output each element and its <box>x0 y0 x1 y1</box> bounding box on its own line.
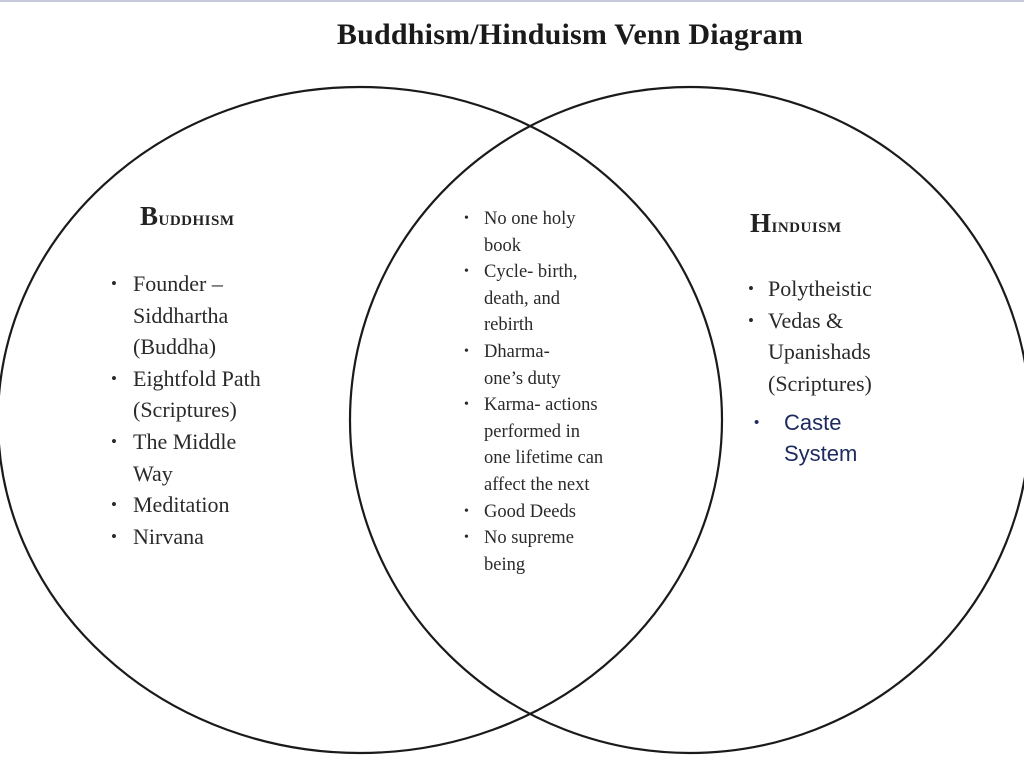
list-item: Polytheistic <box>748 273 968 305</box>
list-item: Good Deeds <box>464 499 624 526</box>
buddhism-heading: Buddhism <box>140 201 235 231</box>
list-item: Vedas & Upanishads (Scriptures) <box>748 305 903 400</box>
list-item: Founder – Siddhartha (Buddha) <box>111 268 283 363</box>
list-item: Cycle- birth, death, and rebirth <box>464 259 610 339</box>
buddhism-list: Founder – Siddhartha (Buddha) Eightfold … <box>111 268 333 553</box>
diagram-title: Buddhism/Hinduism Venn Diagram <box>336 18 804 51</box>
list-item: Meditation <box>111 489 333 521</box>
list-item: Caste System <box>754 407 874 469</box>
list-item: No one holy book <box>464 206 602 259</box>
shared-list: No one holy book Cycle- birth, death, an… <box>464 206 624 578</box>
list-item: Nirvana <box>111 521 333 553</box>
list-item: Karma- actions performed in one lifetime… <box>464 392 610 498</box>
hinduism-list: Polytheistic Vedas & Upanishads (Scriptu… <box>748 273 968 400</box>
list-item: No supreme being <box>464 525 596 578</box>
buddhism-circle <box>0 86 723 754</box>
hinduism-circle <box>349 86 1024 754</box>
hinduism-added-list: Caste System <box>754 407 934 469</box>
list-item: The Middle Way <box>111 426 273 489</box>
list-item: Dharma- one’s duty <box>464 339 584 392</box>
top-rule <box>0 0 1024 2</box>
hinduism-heading: Hinduism <box>750 208 842 238</box>
list-item: Eightfold Path (Scriptures) <box>111 363 293 426</box>
